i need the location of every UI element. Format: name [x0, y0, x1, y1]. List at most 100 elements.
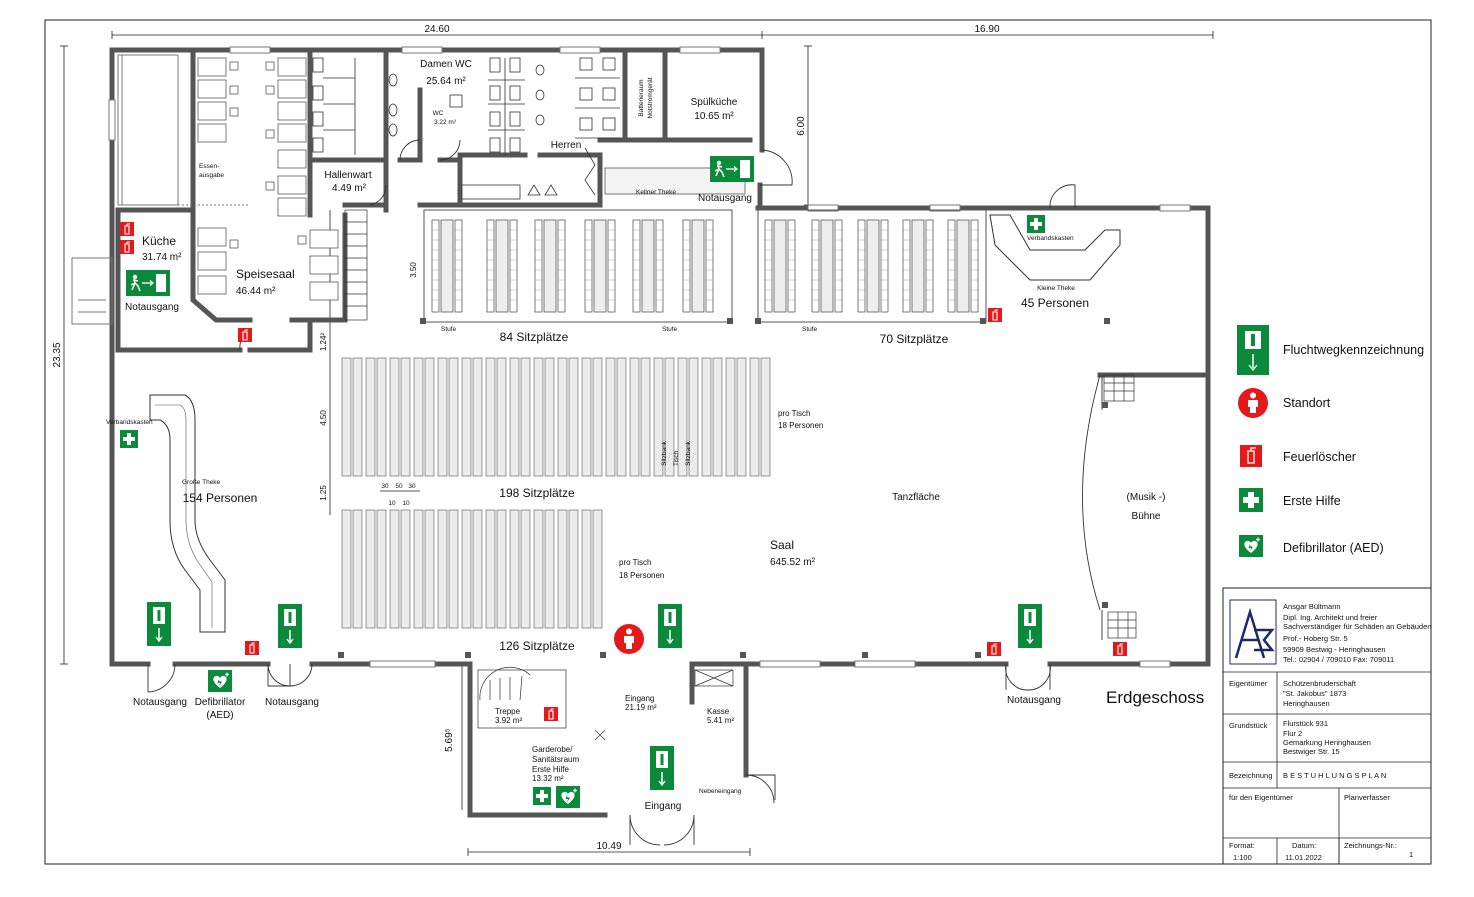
location-marker-icon [614, 624, 644, 654]
dim-left-total: 23.35 [52, 342, 63, 367]
label-notausgang: Notausgang [265, 697, 319, 708]
svg-text:Sachverständiger für Schäden a: Sachverständiger für Schäden an Gebäuden [1283, 622, 1431, 631]
escape-route-sign [709, 155, 755, 183]
escape-route-sign [1017, 603, 1043, 649]
label-pro-tisch: pro Tisch [619, 558, 651, 567]
seat-block-198 [341, 357, 771, 477]
room-garderobe-area: 13.32 m² [532, 774, 564, 783]
svg-text:B E S T U H L U N G S P L A N: B E S T U H L U N G S P L A N [1283, 771, 1386, 780]
label-sitzbank: Sitzbank [661, 440, 668, 466]
first-aid-icon [533, 787, 551, 805]
label-stufe: Stufe [441, 326, 457, 333]
svg-text:Flurstück 931: Flurstück 931 [1283, 719, 1328, 728]
svg-text:10: 10 [402, 500, 410, 507]
label-pro-tisch-count: 18 Personen [619, 571, 664, 580]
label-pro-tisch: pro Tisch [778, 409, 810, 418]
room-essenausgabe-2: ausgabe [199, 172, 224, 179]
room-hallenwart: Hallenwart [324, 170, 371, 181]
label-tisch: Tisch [673, 450, 680, 466]
legend-label-standort: Standort [1283, 396, 1331, 410]
fire-extinguisher-icon [987, 307, 1003, 323]
dim-top-right: 16.90 [974, 24, 999, 35]
svg-text:Grundstück: Grundstück [1229, 721, 1268, 730]
legend [1237, 325, 1269, 558]
grosse-theke-counter [149, 394, 226, 633]
svg-text:1:100: 1:100 [1233, 853, 1252, 862]
label-notausgang: Notausgang [698, 193, 752, 204]
title-block: Ansgar Bültmann Dipl. Ing. Architekt und… [1222, 587, 1432, 865]
floor-title: Erdgeschoss [1106, 688, 1204, 707]
label-verbandskasten: Verbandskasten [1027, 235, 1074, 242]
svg-text:Tel.: 02904 / 709010 Fax: 7090: Tel.: 02904 / 709010 Fax: 709011 [1283, 655, 1394, 664]
svg-text:59909 Bestwig - Heringhausen: 59909 Bestwig - Heringhausen [1283, 645, 1386, 654]
svg-text:Zeichnungs-Nr.:: Zeichnungs-Nr.: [1344, 841, 1397, 850]
room-wc: WC [433, 110, 444, 117]
room-kasse: Kasse [707, 707, 730, 716]
svg-text:10: 10 [388, 500, 396, 507]
room-spuelkueche-area: 10.65 m² [694, 111, 734, 122]
speisesaal-tables [197, 57, 339, 301]
aisle-dimensions: 30 50 30 10 10 [380, 483, 420, 507]
room-wc-area: 3.22 m² [434, 119, 457, 126]
room-notstrom: Notstromgerät [647, 77, 654, 118]
label-notausgang: Notausgang [133, 697, 187, 708]
fire-extinguisher-icon [543, 706, 559, 722]
label-84-sitzplaetze: 84 Sitzplätze [500, 330, 569, 344]
dim-table-len: 4.50 [319, 410, 328, 426]
dim-block-a: 3.50 [409, 262, 418, 278]
legend-label-fluchtweg: Fluchtwegkennzeichnung [1283, 343, 1425, 357]
svg-text:Dipl. Ing. Architekt und freie: Dipl. Ing. Architekt und freier [1283, 613, 1378, 622]
svg-text:50: 50 [395, 483, 403, 490]
svg-text:11.01.2022: 11.01.2022 [1285, 853, 1322, 862]
fire-extinguisher-icon [119, 239, 135, 255]
svg-text:Format:: Format: [1229, 841, 1255, 850]
label-tanzflaeche: Tanzfläche [892, 492, 940, 503]
room-saal-area: 645.52 m² [770, 557, 816, 568]
room-treppe-area: 3.92 m² [495, 716, 522, 725]
svg-text:Bezeichnung: Bezeichnung [1229, 771, 1272, 780]
room-essenausgabe: Essen- [199, 163, 219, 170]
seat-block-126 [341, 509, 603, 629]
label-verbandskasten: Verbandskasten [106, 419, 153, 426]
first-aid-icon [1239, 488, 1263, 512]
stairs [344, 209, 1137, 741]
label-nebeneingang: Nebeneingang [699, 788, 742, 795]
fire-extinguisher-icon [986, 641, 1002, 657]
seat-block-84 [423, 209, 733, 323]
legend-label-erste-hilfe: Erste Hilfe [1283, 494, 1341, 508]
escape-route-sign [277, 603, 303, 649]
label-eingang: Eingang [645, 801, 682, 812]
svg-text:Ansgar Bültmann: Ansgar Bültmann [1283, 602, 1341, 611]
room-herren: Herren [551, 140, 582, 151]
dim-right-upper: 6.00 [796, 116, 807, 136]
dim-gap-2: 1.25 [319, 485, 328, 501]
room-garderobe-3: Erste Hilfe [532, 765, 569, 774]
svg-text:"St. Jakobus" 1873: "St. Jakobus" 1873 [1283, 689, 1346, 698]
location-marker-icon [1238, 388, 1268, 418]
svg-text:Flur 2: Flur 2 [1283, 729, 1302, 738]
escape-route-sign [657, 603, 683, 649]
label-126-sitzplaetze: 126 Sitzplätze [499, 639, 575, 653]
first-aid-icon [1027, 215, 1045, 233]
room-damen-wc-area: 25.64 m² [426, 76, 466, 87]
label-198-sitzplaetze: 198 Sitzplätze [499, 486, 575, 500]
svg-text:Schützenbruderschaft: Schützenbruderschaft [1283, 679, 1357, 688]
defibrillator-icon [555, 785, 581, 809]
room-spuelkueche: Spülküche [691, 97, 738, 108]
dim-bottom-entry: 10.49 [596, 841, 621, 852]
columns [338, 318, 1110, 658]
svg-text:1: 1 [1409, 850, 1413, 859]
escape-route-icon [1237, 325, 1269, 375]
label-buehne-2: Bühne [1132, 511, 1161, 522]
escape-route-sign [125, 269, 171, 297]
escape-route-sign [146, 601, 172, 647]
svg-text:Prof.- Hoberg Str. 5: Prof.- Hoberg Str. 5 [1283, 634, 1348, 643]
fire-extinguisher-icon [1240, 445, 1262, 467]
label-notausgang: Notausgang [125, 302, 179, 313]
room-hallenwart-area: 4.49 m² [332, 183, 367, 194]
room-kueche: Küche [142, 234, 176, 248]
dim-top-left: 24.60 [424, 24, 449, 35]
defibrillator-icon [1238, 534, 1264, 558]
label-70-sitzplaetze: 70 Sitzplätze [880, 332, 949, 346]
room-eingang: Eingang [625, 694, 654, 703]
